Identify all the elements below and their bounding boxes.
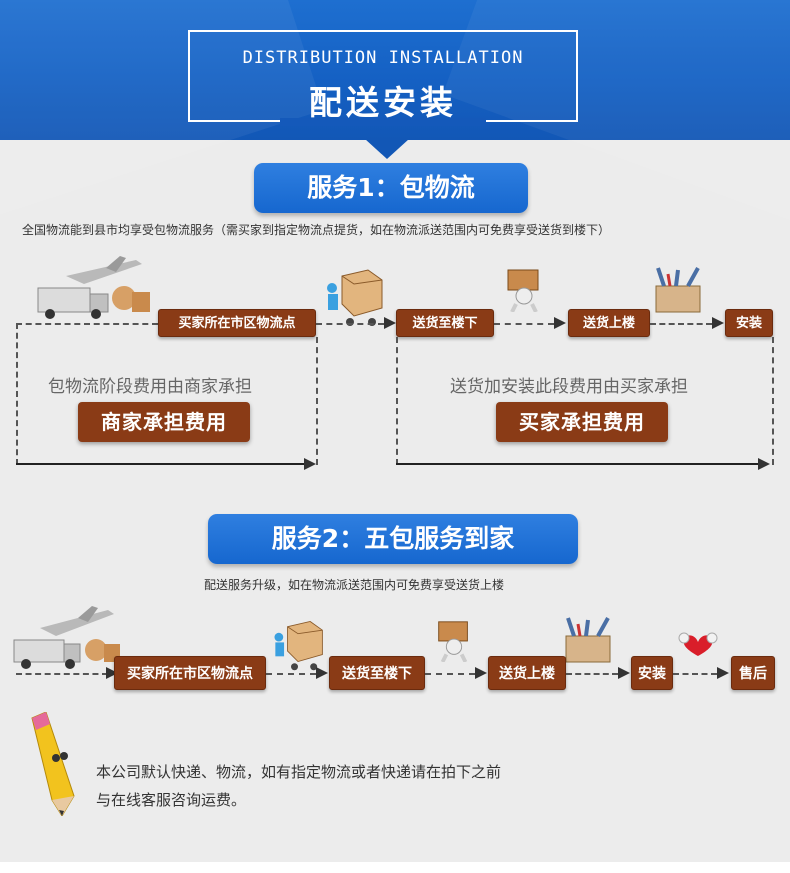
logistics-icon bbox=[36, 254, 156, 324]
header-title-en: DISTRIBUTION INSTALLATION bbox=[242, 48, 524, 68]
flow2-line bbox=[425, 673, 475, 675]
flow2-arrow bbox=[618, 667, 630, 679]
service2-step-1: 买家所在市区物流点 bbox=[114, 656, 266, 690]
bottom-strip bbox=[0, 862, 790, 873]
flow2-line bbox=[16, 673, 108, 675]
service1-step-3: 送货上楼 bbox=[568, 309, 650, 337]
bracket-right-arrow bbox=[758, 458, 770, 470]
service2-step-4: 安装 bbox=[631, 656, 673, 690]
carrying-box-icon bbox=[498, 266, 550, 316]
service1-step-1: 买家所在市区物流点 bbox=[158, 309, 316, 337]
bracket-right-vline bbox=[396, 337, 398, 465]
pencil-icon bbox=[22, 711, 80, 820]
toolbox-icon bbox=[560, 616, 616, 668]
bracket-left-vline bbox=[316, 337, 318, 465]
flow1-line bbox=[650, 323, 712, 325]
flow2-arrow bbox=[316, 667, 328, 679]
service2-step-2: 送货至楼下 bbox=[329, 656, 425, 690]
header-frame-gap bbox=[280, 118, 486, 126]
service2-subtitle: 配送服务升级，如在物流派送范围内可免费享受送货上楼 bbox=[204, 578, 505, 592]
merchant-cost-badge: 商家承担费用 bbox=[78, 402, 250, 442]
flow1-line bbox=[316, 323, 384, 325]
service1-subtitle: 全国物流能到县市均享受包物流服务（需买家到指定物流点提货，如在物流派送范围内可免… bbox=[22, 223, 611, 237]
flow2-arrow bbox=[717, 667, 729, 679]
bracket-left-arrow bbox=[304, 458, 316, 470]
carrying-box-icon bbox=[428, 618, 480, 666]
logistics-icon bbox=[12, 604, 122, 674]
service1-step-2: 送货至楼下 bbox=[396, 309, 494, 337]
bracket-right-vline bbox=[772, 337, 774, 465]
flow1-line bbox=[494, 323, 554, 325]
heart-people-icon bbox=[676, 628, 720, 670]
bracket-right-base bbox=[396, 463, 760, 465]
flow1-arrow bbox=[712, 317, 724, 329]
header-band bbox=[0, 0, 790, 140]
flow2-line bbox=[566, 673, 618, 675]
note-line-2: 与在线客服咨询运费。 bbox=[96, 791, 247, 809]
buyer-cost-badge: 买家承担费用 bbox=[496, 402, 668, 442]
header-title-cn: 配送安装 bbox=[309, 83, 457, 122]
service1-title: 服务1：包物流 bbox=[254, 163, 528, 213]
header-pointer bbox=[365, 139, 409, 159]
flow1-line bbox=[16, 323, 158, 325]
service2-title: 服务2：五包服务到家 bbox=[208, 514, 578, 564]
service2-step-3: 送货上楼 bbox=[488, 656, 566, 690]
flow1-arrow bbox=[384, 317, 396, 329]
bracket-left-base bbox=[16, 463, 306, 465]
bracket-left-vline bbox=[16, 323, 18, 465]
flow2-line bbox=[266, 673, 316, 675]
flow2-arrow bbox=[475, 667, 487, 679]
note-line-1: 本公司默认快递、物流，如有指定物流或者快递请在拍下之前 bbox=[96, 763, 502, 781]
merchant-cost-text: 包物流阶段费用由商家承担 bbox=[48, 377, 252, 397]
service2-step-5: 售后 bbox=[731, 656, 775, 690]
buyer-cost-text: 送货加安装此段费用由买家承担 bbox=[450, 377, 688, 397]
flow1-arrow bbox=[554, 317, 566, 329]
flow2-line bbox=[673, 673, 717, 675]
delivery-cart-icon bbox=[270, 618, 326, 676]
toolbox-icon bbox=[650, 266, 706, 318]
service1-step-4: 安装 bbox=[725, 309, 773, 337]
